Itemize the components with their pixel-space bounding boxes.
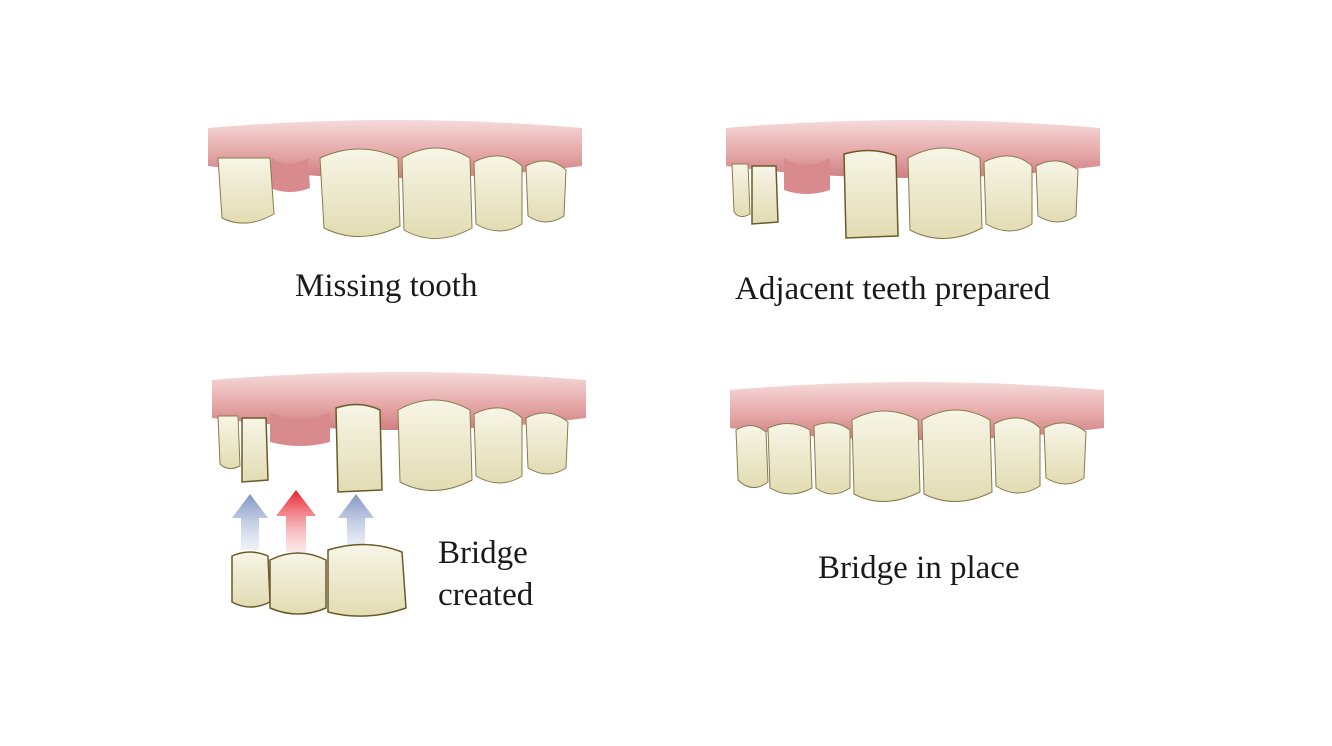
bridge-pontic — [269, 552, 327, 615]
bridge-crown-right — [327, 543, 407, 617]
arrow-up-icon — [232, 494, 268, 550]
caption-adjacent-teeth-prepared: Adjacent teeth prepared — [735, 271, 1051, 307]
prepared-tooth — [241, 417, 269, 483]
tooth — [767, 423, 813, 495]
prepared-tooth — [335, 403, 383, 493]
tooth — [525, 412, 569, 475]
tooth — [731, 163, 751, 218]
bridge-crown-left — [231, 551, 271, 608]
tooth — [851, 410, 921, 503]
panel-missing-tooth — [200, 118, 590, 248]
caption-line: Bridge — [438, 535, 528, 571]
tooth — [983, 155, 1033, 232]
caption-bridge-created: Bridge created — [438, 532, 533, 616]
tooth — [397, 399, 473, 491]
panel-bridge-in-place — [722, 380, 1112, 510]
tooth — [473, 407, 523, 484]
caption-missing-tooth: Missing tooth — [295, 268, 478, 304]
caption-line: created — [438, 577, 534, 614]
bridge-in-place-illustration — [730, 382, 1104, 503]
tooth — [401, 147, 473, 239]
tooth — [813, 422, 851, 495]
tooth — [473, 155, 523, 232]
tooth — [217, 415, 241, 470]
tooth — [1043, 422, 1087, 485]
tooth — [525, 160, 567, 223]
tooth — [993, 417, 1041, 494]
gap-gum — [270, 158, 310, 192]
gap-gum — [784, 158, 830, 194]
arrow-up-icon — [338, 494, 374, 550]
bridge-created-illustration — [212, 372, 586, 617]
panel-bridge-created — [204, 370, 594, 620]
teeth-prepared-illustration — [726, 120, 1100, 239]
tooth — [907, 147, 983, 239]
caption-bridge-in-place: Bridge in place — [818, 550, 1020, 586]
tooth — [1035, 160, 1079, 223]
gap-gum — [270, 412, 330, 446]
panel-adjacent-teeth-prepared — [718, 118, 1108, 248]
teeth-missing-illustration — [208, 120, 582, 239]
tooth — [735, 425, 769, 488]
arrow-up-icon — [276, 490, 316, 552]
prepared-tooth — [843, 149, 899, 239]
tooth — [921, 409, 993, 503]
prepared-tooth — [751, 165, 779, 225]
tooth — [217, 157, 275, 224]
tooth — [319, 148, 401, 237]
